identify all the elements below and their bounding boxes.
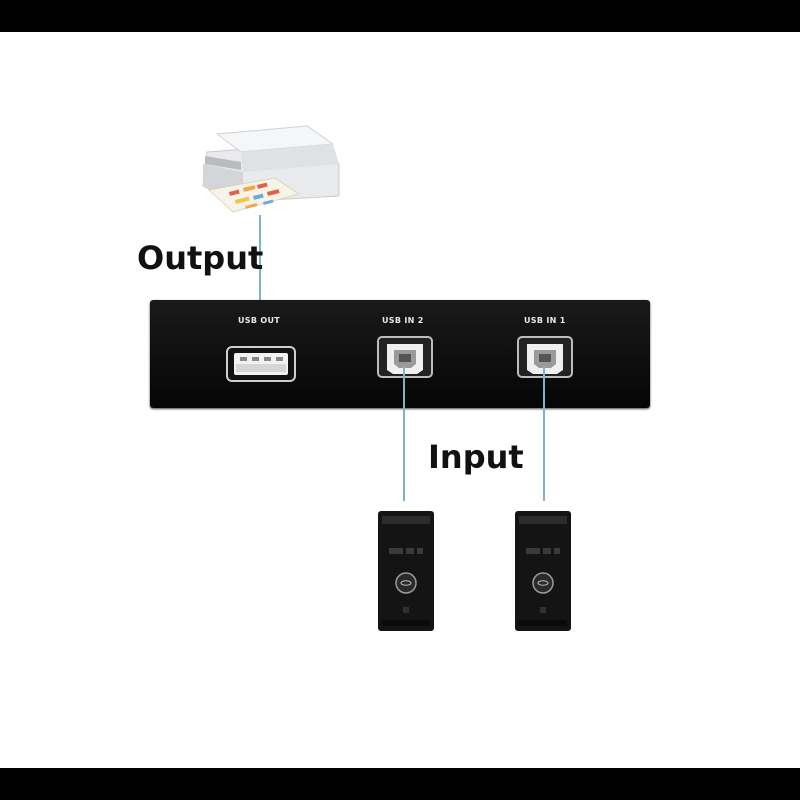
usb-b-port-icon[interactable] bbox=[517, 336, 573, 378]
pc-tower-icon bbox=[515, 511, 571, 631]
usb-out-label: USB OUT bbox=[238, 316, 280, 325]
printer-icon bbox=[202, 125, 340, 213]
usb-b-port-icon[interactable] bbox=[377, 336, 433, 378]
input-1-cable bbox=[543, 366, 545, 501]
bottom-frame-bar bbox=[0, 768, 800, 800]
output-label: Output bbox=[137, 239, 264, 277]
input-2-cable bbox=[403, 366, 405, 501]
output-cable bbox=[259, 215, 261, 355]
input-label: Input bbox=[428, 438, 524, 476]
usb-a-port-icon[interactable] bbox=[226, 346, 296, 382]
usb-in-2-label: USB IN 2 bbox=[382, 316, 424, 325]
pc-tower-icon bbox=[378, 511, 434, 631]
usb-in-1-label: USB IN 1 bbox=[524, 316, 566, 325]
top-frame-bar bbox=[0, 0, 800, 32]
usb-switch-panel: USB OUT USB IN 2 USB IN 1 bbox=[150, 300, 650, 408]
